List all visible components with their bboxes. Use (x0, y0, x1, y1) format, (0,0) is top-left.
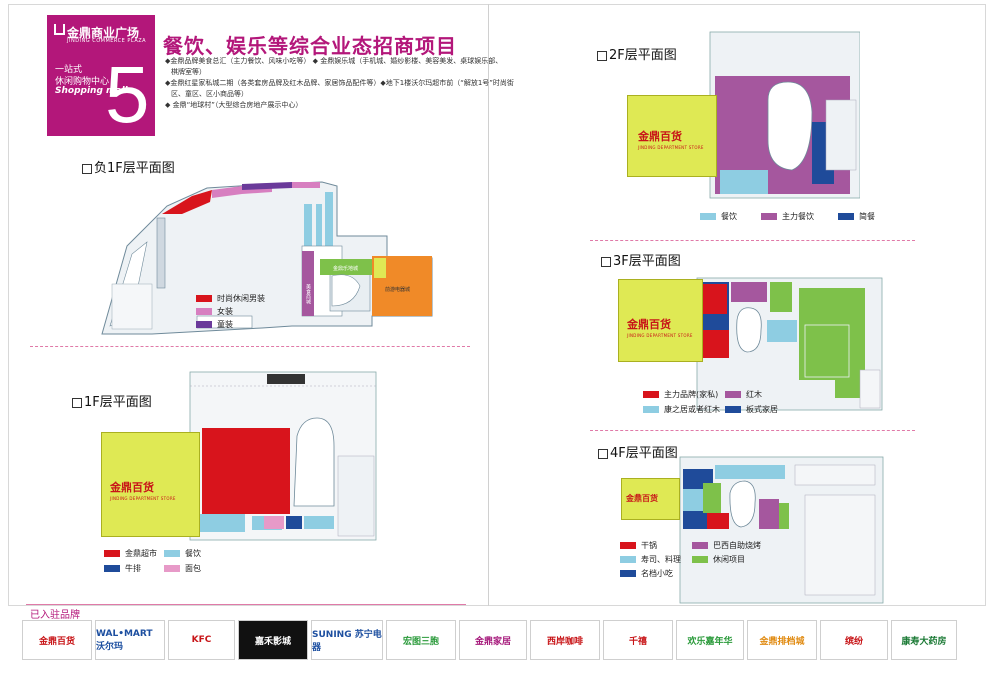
legend-swatch (643, 406, 659, 413)
f2-legend-item: 餐饮 (700, 211, 737, 222)
legend-swatch (761, 213, 777, 220)
f4-legend-item: 干锅 (620, 540, 692, 551)
f4-legend-item: 休闲项目 (692, 554, 772, 565)
legend-swatch (164, 565, 180, 572)
brand-logo: 康寿大药房 (891, 620, 957, 660)
f2-title: 2F层平面图 (597, 44, 677, 63)
f4-department-store: 金鼎百货 (621, 478, 680, 520)
b1-floor-plan: 金鼎乐地城 美食商城 前游电器城 (92, 176, 437, 336)
f3-legend: 主力品牌(家私) 红木 康之居或者红木 板式家居 (643, 389, 795, 415)
brand-logo: WAL•MART 沃尔玛 (95, 620, 165, 660)
desc-line-1: ◆金鼎品牌美食总汇（主力餐饮、风味小吃等） ◆ 金鼎娱乐城（手机城、婚纱影楼、美… (165, 57, 503, 65)
brand-logo: 欢乐嘉年华 (676, 620, 744, 660)
brand-logo: 金鼎百货 (22, 620, 92, 660)
b1-label-entertainment: 金鼎乐地城 (333, 266, 359, 272)
b1-legend-item: 童装 (196, 319, 265, 330)
legend-swatch (692, 542, 708, 549)
b1-label-food: 美食商城 (305, 284, 311, 304)
f1-legend-item: 牛排 (104, 563, 164, 574)
f4-legend: 干锅 巴西自助烧烤 寿司、料理 休闲项目 名档小吃 (620, 540, 772, 579)
f4-floor-plan (675, 455, 885, 605)
f4-legend-item: 寿司、料理 (620, 554, 692, 565)
legend-swatch (725, 406, 741, 413)
logo-name: 金鼎商业广场 (67, 26, 140, 40)
b1-legend: 时尚休闲男装 女装 童装 (196, 293, 265, 330)
f2-legend-item: 主力餐饮 (761, 211, 814, 222)
section-divider (30, 346, 470, 347)
f3-legend-item: 主力品牌(家私) (643, 389, 725, 400)
section-divider (590, 240, 915, 241)
f3-legend-item: 红木 (725, 389, 795, 400)
desc-line-2: ◆金鼎红星家私城二期（各类套房品牌及红木品牌、家居饰品配件等）◆地下1楼沃尔玛超… (165, 79, 514, 87)
brand-logo: KFC (168, 620, 235, 660)
legend-swatch (104, 550, 120, 557)
b1-legend-item: 时尚休闲男装 (196, 293, 265, 304)
center-divider (488, 4, 489, 606)
brand-logo: 西岸咖啡 (530, 620, 600, 660)
brand-logo: 嘉禾影城 (238, 620, 308, 660)
b1-legend-item: 女装 (196, 306, 265, 317)
store-label: 金鼎百货 (626, 494, 658, 503)
brands-underline (26, 604, 466, 605)
brand-logo: 金鼎排档城 (747, 620, 817, 660)
f4-legend-item: 名档小吃 (620, 568, 692, 579)
legend-swatch (643, 391, 659, 398)
brand-logo: 千禧 (603, 620, 673, 660)
f1-legend-item: 面包 (164, 563, 224, 574)
b1-label-electronics: 前游电器城 (385, 287, 411, 293)
f1-floor-plan (102, 366, 378, 541)
legend-swatch (620, 542, 636, 549)
legend-swatch (620, 570, 636, 577)
logo-tagline-2: 休闲购物中心 (55, 77, 110, 87)
f4-legend-item: 巴西自助烧烤 (692, 540, 772, 551)
legend-swatch (692, 556, 708, 563)
brand-logo: 缤纷 (820, 620, 888, 660)
desc-line-1b: 棋牌室等） (171, 68, 206, 76)
logo-english: JINDING COMMERCE PLAZA (67, 38, 147, 44)
f2-floor-plan (680, 30, 861, 200)
logo-tagline-3: Shopping mall (55, 86, 128, 96)
desc-line-3: ◆ 金鼎“地球村”（大型综合房地产展示中心） (165, 101, 303, 109)
legend-swatch (838, 213, 854, 220)
legend-swatch (725, 391, 741, 398)
f2-legend-item: 简餐 (838, 211, 875, 222)
desc-line-2b: 区、童区、区小商品等） (171, 90, 248, 98)
legend-swatch (620, 556, 636, 563)
mall-logo-panel: 金鼎商业广场 JINDING COMMERCE PLAZA 一站式 休闲购物中心… (47, 15, 155, 136)
f3-title: 3F层平面图 (601, 250, 681, 269)
brand-logo: 金鼎家居 (459, 620, 527, 660)
brand-logo: 宏图三胞 (386, 620, 456, 660)
page-number: 5 (105, 50, 150, 139)
page-frame (8, 4, 986, 606)
section-divider (590, 430, 915, 431)
f3-floor-plan (695, 270, 885, 412)
legend-swatch (196, 295, 212, 302)
f4-title: 4F层平面图 (598, 442, 678, 461)
b1-title: 负1F层平面图 (82, 157, 175, 176)
legend-swatch (164, 550, 180, 557)
f3-legend-item: 康之居或者红木 (643, 404, 725, 415)
f1-title: 1F层平面图 (72, 391, 152, 410)
f3-legend-item: 板式家居 (725, 404, 795, 415)
legend-swatch (196, 308, 212, 315)
legend-swatch (104, 565, 120, 572)
f1-legend-item: 金鼎超市 (104, 548, 164, 559)
f1-legend: 金鼎超市 餐饮 牛排 面包 (104, 548, 224, 574)
brand-logo: SUNING 苏宁电器 (311, 620, 383, 660)
legend-swatch (196, 321, 212, 328)
page-title: 餐饮、娱乐等综合业态招商项目 (163, 34, 457, 58)
crown-icon (54, 24, 65, 35)
f2-legend: 餐饮 主力餐饮 简餐 (700, 211, 875, 222)
f1-legend-item: 餐饮 (164, 548, 224, 559)
logo-tagline-1: 一站式 (55, 65, 83, 75)
legend-swatch (700, 213, 716, 220)
brands-title: 已入驻品牌 (30, 610, 80, 621)
